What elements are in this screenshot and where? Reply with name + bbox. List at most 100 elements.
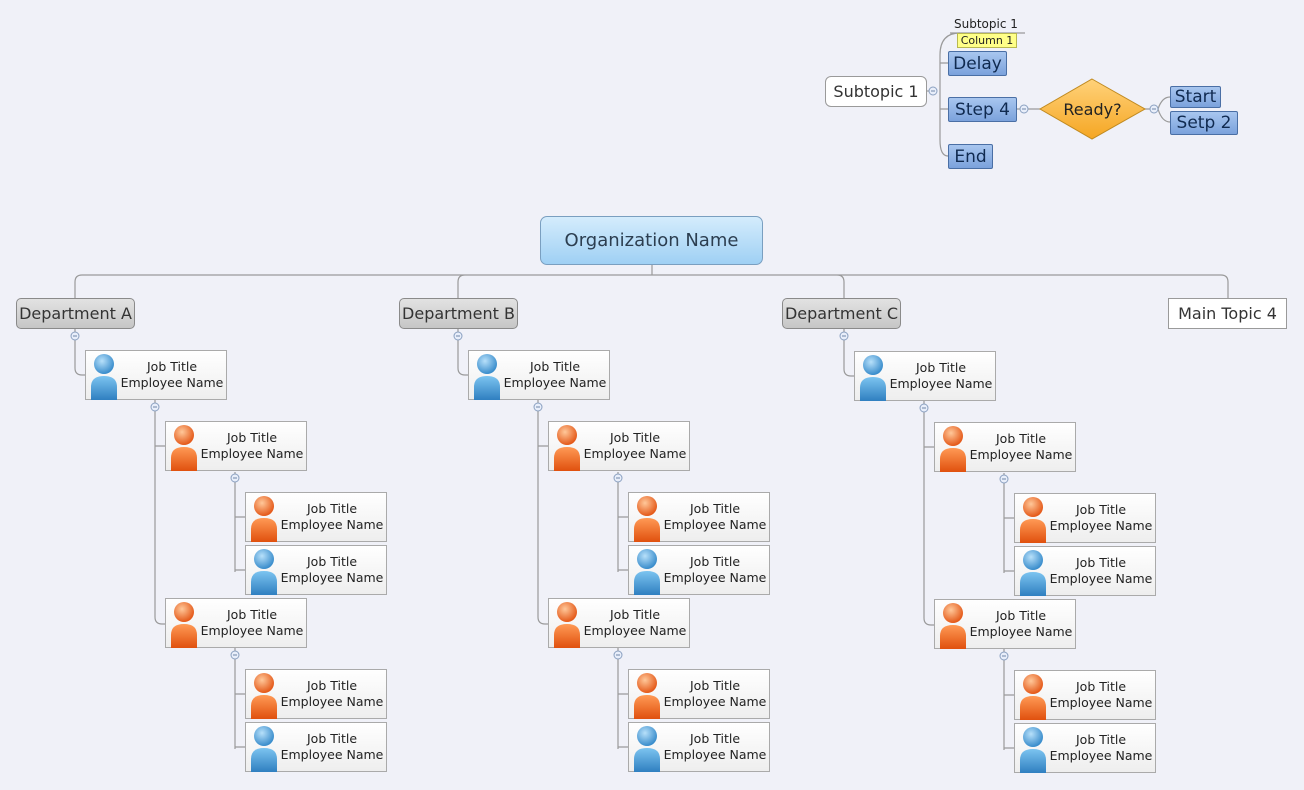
person-blue-icon [251, 549, 277, 595]
employee-name: Employee Name [280, 747, 384, 762]
flow-subtopic-root-label: Subtopic 1 [833, 82, 919, 101]
employee-name: Employee Name [200, 623, 304, 638]
employee-name: Employee Name [1049, 748, 1153, 763]
employee-name: Employee Name [663, 570, 767, 585]
organization-root-node[interactable]: Organization Name [540, 216, 763, 265]
decision-diamond [1038, 78, 1147, 140]
person-orange-icon [171, 425, 197, 471]
employee-name: Employee Name [969, 624, 1073, 639]
step-4-node[interactable]: Step 4 [948, 97, 1017, 122]
job-title: Job Title [1075, 555, 1127, 570]
person-blue-icon [1020, 550, 1046, 596]
main-topic-4-node[interactable]: Main Topic 4 [1168, 298, 1287, 329]
employee-name: Employee Name [120, 375, 224, 390]
person-orange-icon [251, 496, 277, 542]
employee-name: Employee Name [889, 376, 993, 391]
job-title: Job Title [1075, 732, 1127, 747]
job-title: Job Title [306, 678, 358, 693]
person-blue-icon [474, 354, 500, 400]
department-c-label: Department C [784, 304, 899, 323]
department-b-node[interactable]: Department B [399, 298, 518, 329]
department-a-node[interactable]: Department A [16, 298, 135, 329]
job-title: Job Title [915, 360, 967, 375]
employee-name: Employee Name [583, 446, 687, 461]
end-step-node[interactable]: End [948, 144, 993, 169]
person-orange-icon [554, 425, 580, 471]
person-blue-icon [634, 549, 660, 595]
job-title: Job Title [689, 678, 741, 693]
employee-name: Employee Name [663, 694, 767, 709]
start-step-node[interactable]: Start [1170, 86, 1221, 108]
person-orange-icon [940, 603, 966, 649]
person-blue-icon [860, 355, 886, 401]
job-title: Job Title [306, 731, 358, 746]
employee-name: Employee Name [663, 747, 767, 762]
department-a-label: Department A [19, 304, 132, 323]
job-title: Job Title [995, 608, 1047, 623]
setp-2-step-node[interactable]: Setp 2 [1170, 111, 1238, 135]
person-orange-icon [634, 673, 660, 719]
job-title: Job Title [689, 501, 741, 516]
person-orange-icon [634, 496, 660, 542]
department-b-label: Department B [402, 304, 515, 323]
decision-label[interactable]: Ready? [1063, 99, 1122, 119]
person-orange-icon [251, 673, 277, 719]
person-orange-icon [1020, 674, 1046, 720]
main-topic-4-label: Main Topic 4 [1178, 304, 1277, 323]
job-title: Job Title [146, 359, 198, 374]
job-title: Job Title [1075, 679, 1127, 694]
job-title: Job Title [226, 430, 278, 445]
job-title: Job Title [689, 731, 741, 746]
person-orange-icon [554, 602, 580, 648]
delay-step-node[interactable]: Delay [948, 51, 1007, 76]
job-title: Job Title [226, 607, 278, 622]
person-orange-icon [940, 426, 966, 472]
flow-subtopic-label[interactable]: Subtopic 1 [954, 17, 1018, 31]
employee-name: Employee Name [280, 517, 384, 532]
job-title: Job Title [1075, 502, 1127, 517]
flow-subtopic-root-node[interactable]: Subtopic 1 [825, 76, 927, 107]
employee-name: Employee Name [969, 447, 1073, 462]
department-c-node[interactable]: Department C [782, 298, 901, 329]
person-orange-icon [1020, 497, 1046, 543]
job-title: Job Title [609, 430, 661, 445]
employee-name: Employee Name [503, 375, 607, 390]
